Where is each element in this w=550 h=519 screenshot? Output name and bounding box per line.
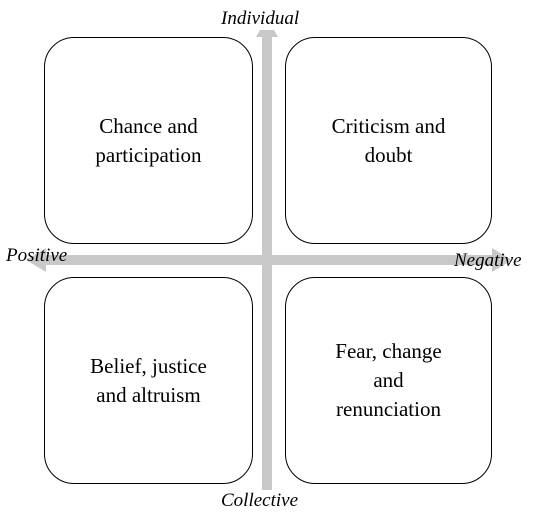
axis-label-negative: Negative bbox=[454, 250, 522, 271]
horizontal-axis-arrow bbox=[26, 248, 512, 272]
quadrant-bottom-left: Belief, justice and altruism bbox=[44, 277, 253, 484]
quadrant-bottom-left-label: Belief, justice and altruism bbox=[90, 353, 207, 407]
quadrant-top-right: Criticism and doubt bbox=[285, 37, 492, 244]
quadrant-top-left: Chance and participation bbox=[44, 37, 253, 244]
axis-label-collective: Collective bbox=[219, 490, 301, 512]
quadrant-top-left-label: Chance and participation bbox=[95, 113, 202, 167]
axis-label-individual: Individual bbox=[219, 8, 302, 30]
quadrant-bottom-right: Fear, change and renunciation bbox=[285, 277, 492, 484]
quadrant-top-right-label: Criticism and doubt bbox=[331, 113, 446, 167]
quadrant-bottom-right-label: Fear, change and renunciation bbox=[335, 339, 442, 421]
axis-label-positive: Positive bbox=[6, 245, 68, 266]
